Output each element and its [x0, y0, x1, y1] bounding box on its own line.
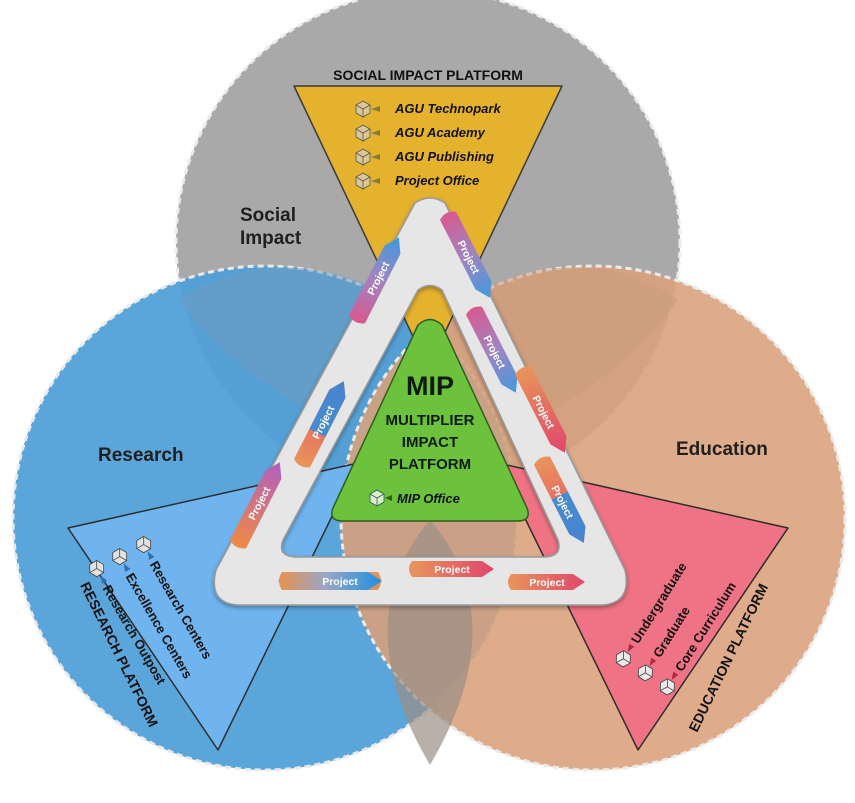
- cube-icon: [659, 678, 675, 696]
- research-label: Research: [98, 445, 184, 466]
- list-item: Project Office: [355, 172, 479, 190]
- cube-icon: [136, 536, 152, 554]
- arrow-icon: [100, 575, 108, 584]
- arrow-icon: [147, 551, 155, 560]
- mip-core: MIP MULTIPLIER IMPACT PLATFORM MIP Offic…: [331, 318, 529, 522]
- mip-subtitle-line1: MULTIPLIER: [386, 412, 475, 429]
- arrow-icon: [627, 643, 635, 653]
- cube-icon: [637, 664, 653, 682]
- social-impact-label-line2: Impact: [240, 228, 302, 249]
- mip-title: MIP: [406, 371, 454, 401]
- arrow-icon: [371, 106, 380, 112]
- mip-office-item: MIP Office: [369, 489, 460, 507]
- arrow-icon: [371, 154, 380, 160]
- list-item-label: Project Office: [395, 173, 479, 188]
- cube-icon: [89, 560, 105, 578]
- social-impact-label-line1: Social: [240, 205, 296, 226]
- arrow-icon: [371, 178, 380, 184]
- project-label: Project: [434, 564, 470, 576]
- list-item-label: AGU Technopark: [394, 101, 501, 116]
- cube-icon: [615, 650, 631, 668]
- arrow-icon: [385, 495, 392, 501]
- social-platform-items: AGU Technopark AGU Academy AGU Publishin…: [355, 100, 501, 190]
- cube-icon: [355, 100, 371, 118]
- list-item-label: AGU Academy: [394, 125, 486, 140]
- mip-frame-ring: [213, 197, 627, 606]
- mip-frame: [213, 197, 627, 606]
- education-label: Education: [676, 439, 768, 460]
- arrow-icon: [649, 657, 657, 667]
- mip-office-label: MIP Office: [397, 491, 460, 506]
- arrow-icon: [671, 671, 679, 681]
- mip-subtitle-line3: PLATFORM: [389, 456, 471, 473]
- cube-icon: [112, 548, 128, 566]
- cube-icon: [369, 489, 385, 507]
- project-label: Project: [529, 577, 565, 589]
- mip-subtitle-line2: IMPACT: [402, 434, 458, 451]
- project-arrow: Project: [508, 574, 585, 590]
- cube-icon: [355, 124, 371, 142]
- list-item-label: AGU Publishing: [394, 149, 494, 164]
- project-label: Project: [322, 576, 358, 588]
- arrow-icon: [371, 130, 380, 136]
- social-platform-title: SOCIAL IMPACT PLATFORM: [333, 67, 523, 83]
- cube-icon: [355, 148, 371, 166]
- cube-icon: [355, 172, 371, 190]
- arrow-icon: [123, 563, 131, 572]
- project-arrow: Project: [278, 572, 382, 590]
- list-item: AGU Publishing: [355, 148, 494, 166]
- list-item: AGU Academy: [355, 124, 486, 142]
- mip-triangle: [331, 318, 529, 522]
- list-item: AGU Technopark: [355, 100, 501, 118]
- project-arrow: Project: [409, 561, 494, 577]
